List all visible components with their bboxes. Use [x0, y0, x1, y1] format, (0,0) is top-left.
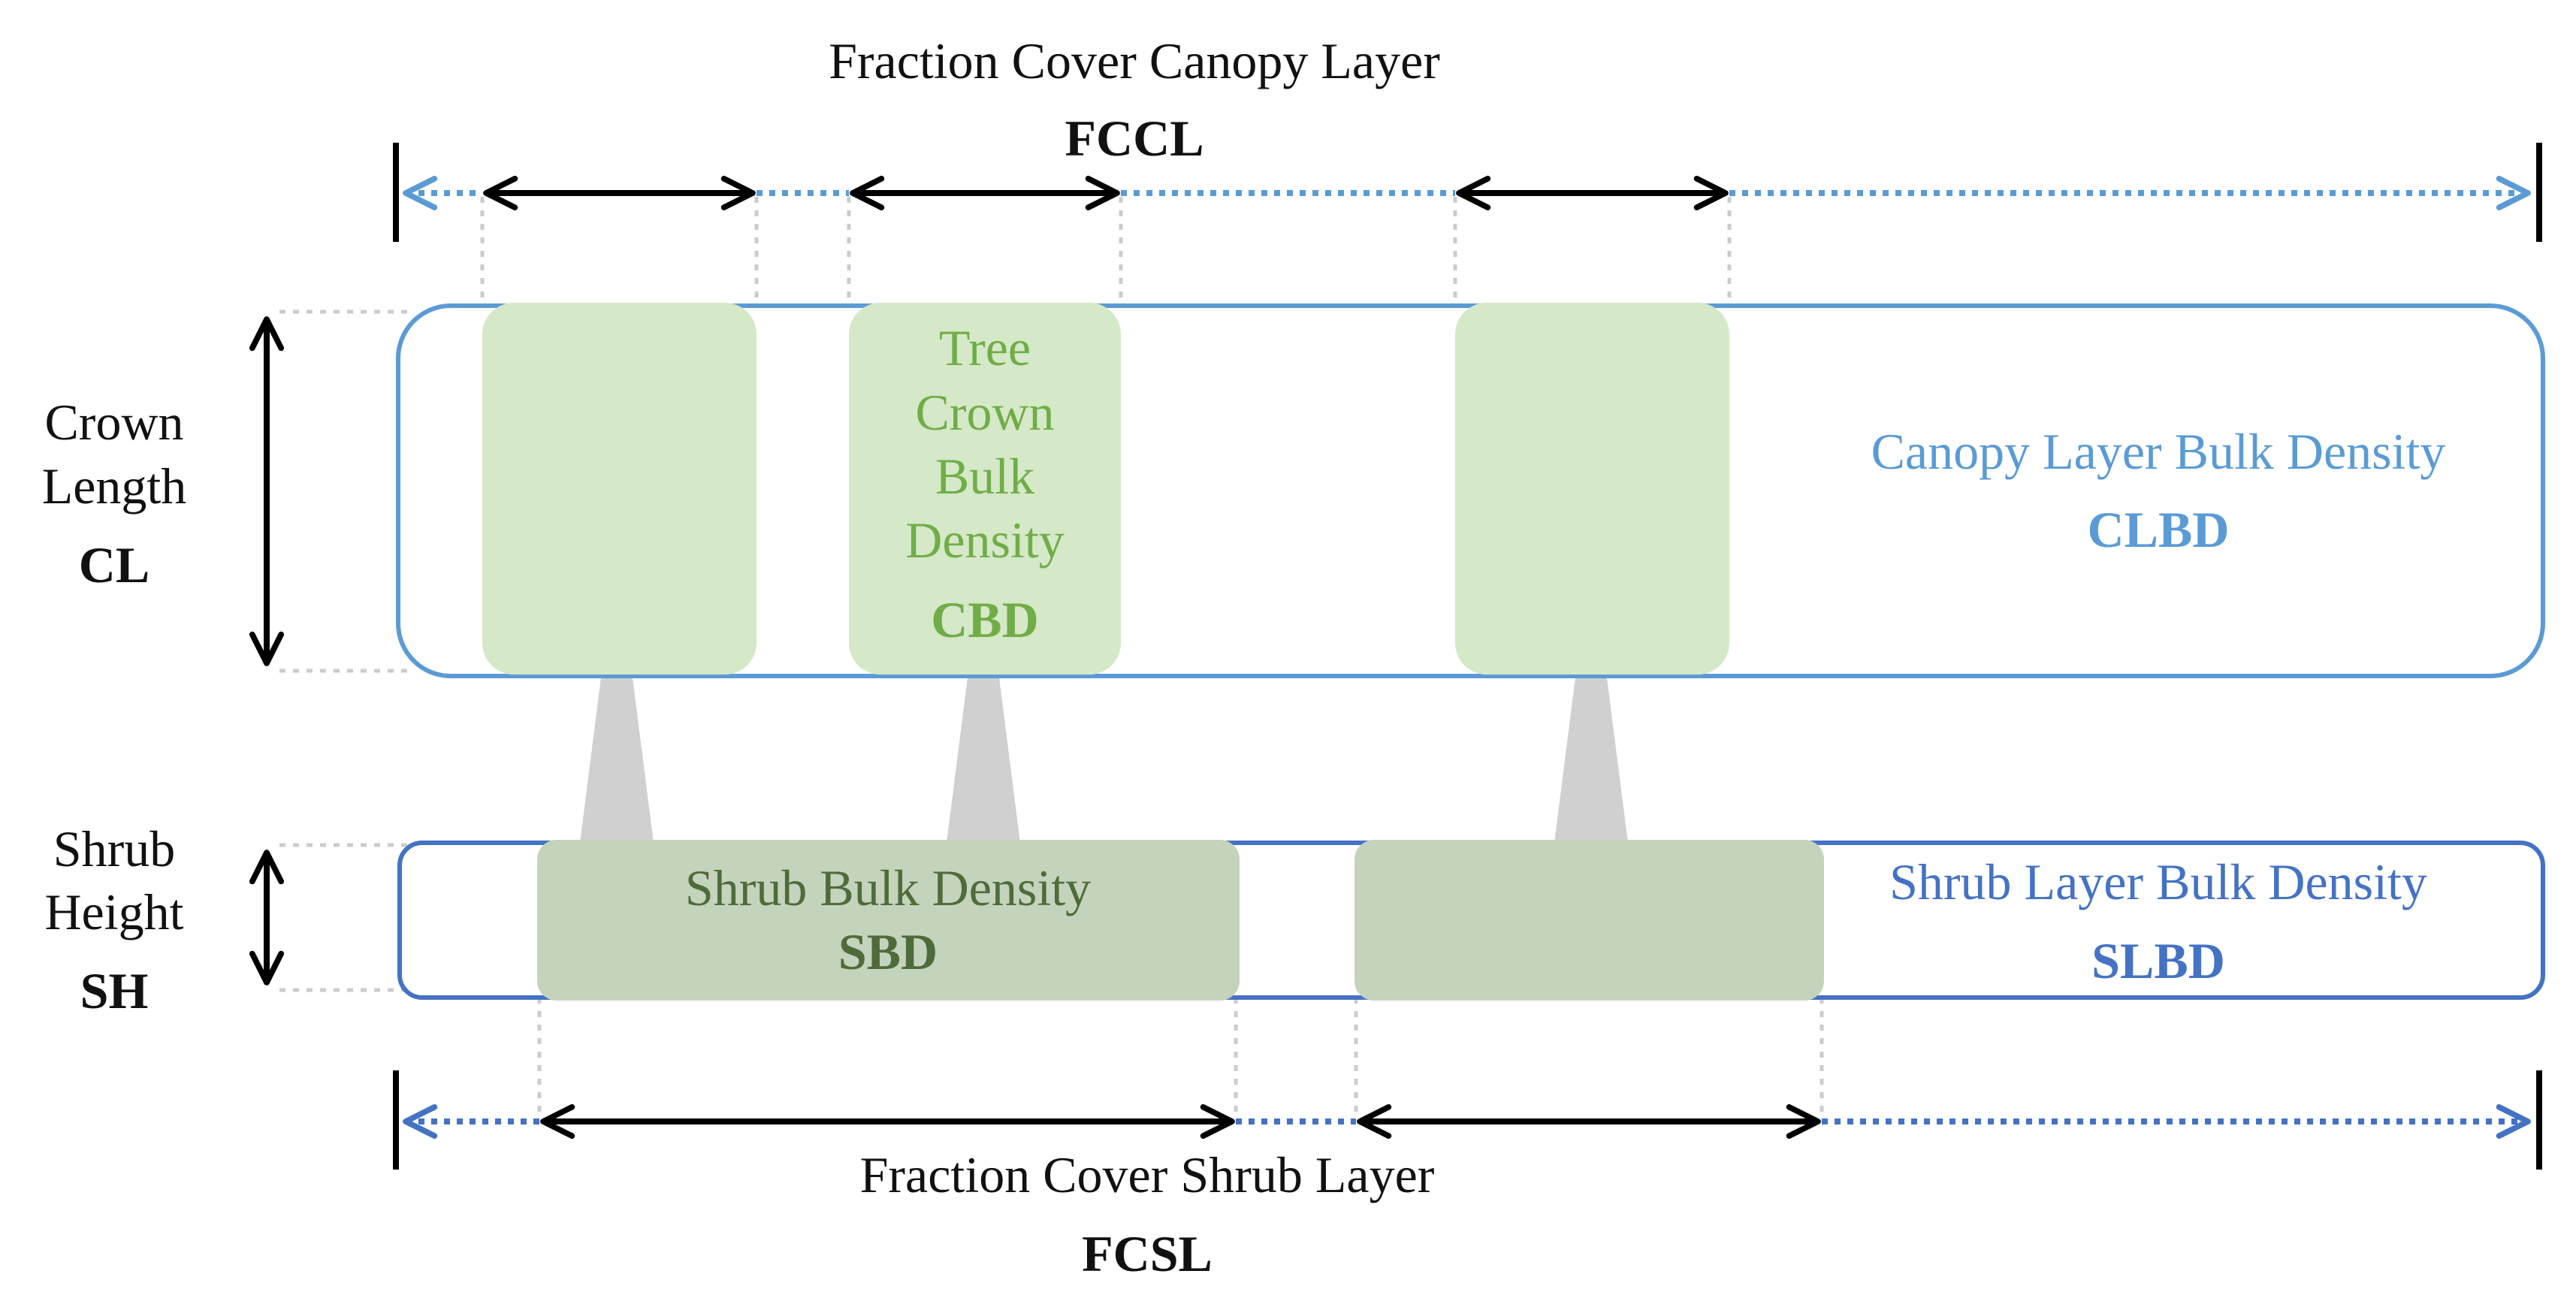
- shrub-layer-label: Shrub Layer Bulk Density: [1889, 853, 2427, 910]
- canopy-layer-box: [396, 303, 2545, 678]
- shrub-bulk-abbr: SBD: [838, 923, 938, 980]
- shrub-bulk-label: Shrub Bulk Density: [685, 859, 1091, 916]
- shrub-2: [1354, 840, 1824, 1001]
- tree-trunks: [580, 678, 1628, 843]
- tree-crown-abbr: CBD: [931, 591, 1039, 648]
- tree-crown-line1: Tree: [939, 319, 1031, 376]
- tree-crown-line2: Crown: [915, 384, 1054, 441]
- shrub-height-line1: Shrub: [53, 820, 175, 877]
- fcsl-abbr: FCSL: [1082, 1225, 1213, 1282]
- crown-length-line1: Crown: [44, 394, 183, 451]
- shrub-layer-abbr: SLBD: [2091, 932, 2225, 989]
- crown-length-abbr: CL: [79, 536, 149, 593]
- fcsl-title: Fraction Cover Shrub Layer: [860, 1146, 1435, 1203]
- tree-crown-2: [849, 303, 1121, 675]
- crown-length-line2: Length: [42, 457, 187, 515]
- shrub-height-abbr: SH: [80, 962, 149, 1019]
- tree-crown-1: [482, 303, 756, 675]
- fccl-title: Fraction Cover Canopy Layer: [829, 32, 1440, 89]
- fcsl-measure: [393, 1070, 2542, 1170]
- canopy-layer-label: Canopy Layer Bulk Density: [1871, 423, 2446, 480]
- trunk-3: [1554, 678, 1628, 843]
- tree-crowns: [482, 303, 1729, 675]
- trunk-1: [580, 678, 654, 843]
- fccl-abbr: FCCL: [1065, 110, 1203, 167]
- canopy-layer-abbr: CLBD: [2088, 501, 2230, 558]
- tree-crown-line4: Density: [905, 512, 1065, 569]
- tree-crown-line3: Bulk: [935, 448, 1034, 505]
- guide-lines: [279, 197, 1824, 1118]
- trunk-2: [947, 678, 1020, 843]
- shrub-1: [537, 840, 1240, 1001]
- tree-crown-3: [1455, 303, 1729, 675]
- fccl-measure: [393, 143, 2542, 242]
- shrub-height-line2: Height: [44, 883, 183, 940]
- shrubs: [537, 840, 1824, 1001]
